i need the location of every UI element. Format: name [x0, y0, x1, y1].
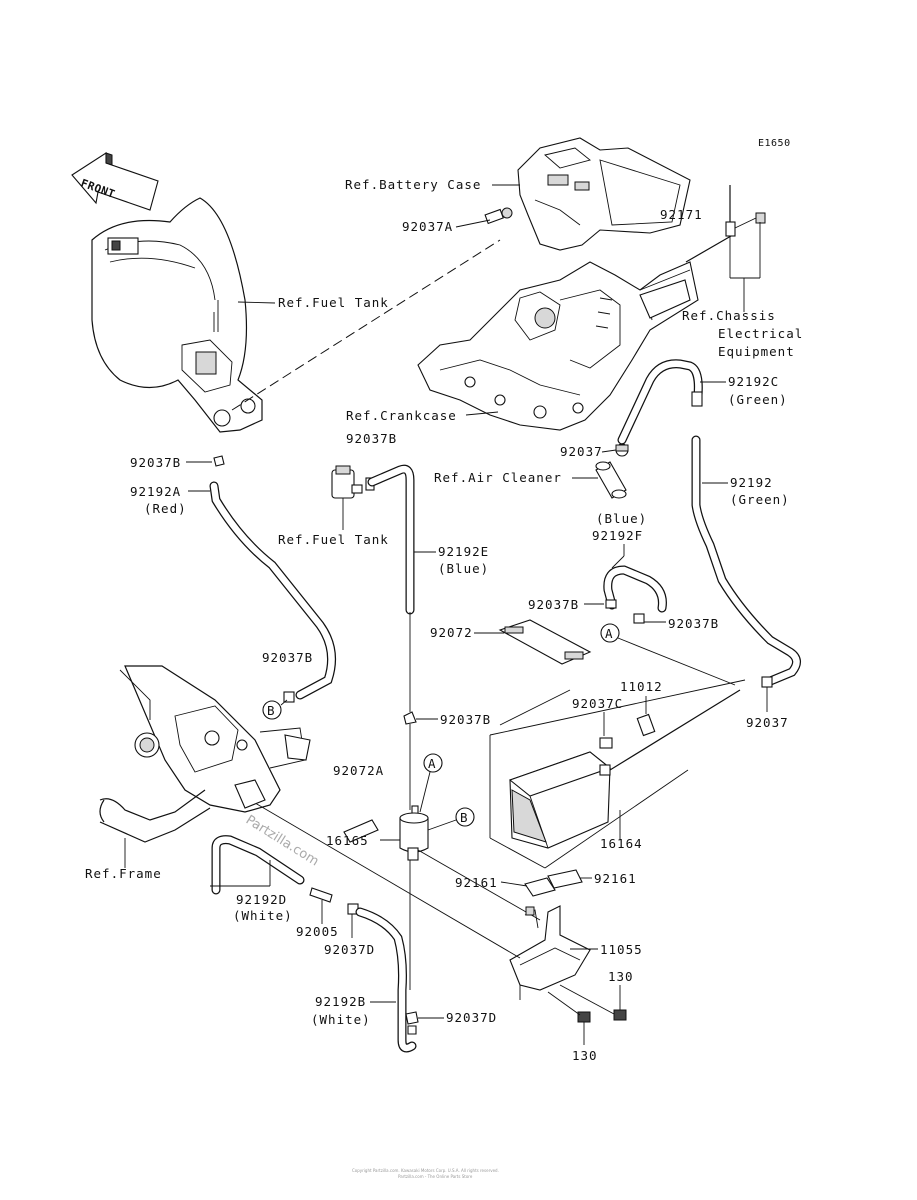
crankcase-reference-drawing	[417, 261, 699, 431]
label-92192F-color: (Blue)	[596, 511, 647, 526]
bolt-130-top-icon	[613, 1009, 627, 1021]
label-ref-fuel-tank-mid: Ref.Fuel Tank	[278, 532, 389, 547]
clamp-92037-right-icon	[761, 676, 773, 688]
label-16164: 16164	[600, 836, 643, 851]
marker-b-left: B	[262, 700, 282, 720]
label-ref-air-cleaner: Ref.Air Cleaner	[434, 470, 562, 485]
hose-92192C	[617, 359, 703, 445]
marker-a-upper-text: A	[605, 626, 614, 641]
label-ref-fuel-tank-top: Ref.Fuel Tank	[278, 295, 389, 310]
label-92192B: 92192B	[315, 994, 366, 1009]
battery-case-reference-drawing	[517, 137, 691, 251]
label-92037B-f-right: 92037B	[668, 616, 719, 631]
diagram-code: E1650	[758, 138, 791, 149]
marker-b-right: B	[455, 807, 475, 827]
clamp-92037-air-icon	[615, 443, 629, 457]
label-130-bottom: 130	[572, 1048, 598, 1063]
label-92192C: 92192C	[728, 374, 779, 389]
label-92192: 92192	[730, 475, 773, 490]
label-92192A: 92192A	[130, 484, 181, 499]
label-92192A-color: (Red)	[144, 501, 187, 516]
label-ref-crankcase: Ref.Crankcase	[346, 408, 457, 423]
marker-a-upper: A	[600, 623, 620, 643]
pad-92161-icon	[524, 869, 583, 897]
label-92192B-color: (White)	[311, 1012, 371, 1027]
label-92192D: 92192D	[236, 892, 287, 907]
hose-92192B	[355, 907, 417, 1053]
label-92037D-left: 92037D	[324, 942, 375, 957]
bracket-11055	[509, 905, 591, 1000]
footer-line-2: Partzilla.com - The Online Parts Store	[398, 1174, 473, 1179]
hose-92192D	[211, 835, 305, 895]
hose-92192A	[209, 481, 337, 700]
label-92037B-top: 92037B	[346, 431, 397, 446]
fitting-92005-icon	[309, 887, 333, 903]
fitting-11012-icon	[636, 713, 656, 737]
clamp-92037C-icon	[599, 737, 613, 749]
label-ref-chassis-3: Equipment	[718, 344, 795, 359]
label-92192-color: (Green)	[730, 492, 790, 507]
marker-a-lower: A	[423, 753, 443, 773]
label-ref-battery-case: Ref.Battery Case	[345, 177, 481, 192]
connector-92171-icon	[685, 185, 766, 263]
marker-b-right-text: B	[460, 810, 469, 825]
canister-16164	[508, 751, 612, 849]
label-11055: 11055	[600, 942, 643, 957]
hose-92192F	[603, 565, 667, 613]
bracket-92072A-icon	[343, 819, 379, 843]
label-92161-right: 92161	[594, 871, 637, 886]
footer-line-1: Copyright Partzilla.com. Kawasaki Motors…	[352, 1168, 499, 1173]
label-92037-right: 92037	[746, 715, 789, 730]
label-92037B-left: 92037B	[130, 455, 181, 470]
clamp-92037A-icon	[484, 207, 513, 225]
label-92192D-color: (White)	[233, 908, 293, 923]
label-92037-air: 92037	[560, 444, 603, 459]
label-92072: 92072	[430, 625, 473, 640]
label-92005: 92005	[296, 924, 339, 939]
label-92037B-mid: 92037B	[440, 712, 491, 727]
label-92192E: 92192E	[438, 544, 489, 559]
label-130-top: 130	[608, 969, 634, 984]
label-92192C-color: (Green)	[728, 392, 788, 407]
label-92072A: 92072A	[333, 763, 384, 778]
bracket-92072-icon	[498, 619, 592, 665]
frame-reference-drawing	[99, 665, 311, 843]
filter-16165	[399, 805, 429, 861]
hose-92192	[691, 435, 801, 687]
label-92037C: 92037C	[572, 696, 623, 711]
watermark: Partzilla.com	[243, 813, 321, 870]
label-92037A: 92037A	[402, 219, 453, 234]
marker-a-lower-text: A	[428, 756, 437, 771]
label-92192E-color: (Blue)	[438, 561, 489, 576]
label-92037D-bottom: 92037D	[446, 1010, 497, 1025]
label-92161-left: 92161	[455, 875, 498, 890]
label-ref-chassis-2: Electrical	[718, 326, 803, 341]
label-11012: 11012	[620, 679, 663, 694]
fuel-tank-reference-drawing	[91, 197, 263, 433]
label-ref-frame: Ref.Frame	[85, 866, 162, 881]
clamp-92037B-left-icon	[213, 455, 225, 467]
marker-b-left-text: B	[267, 703, 276, 718]
clamp-92037B-mid-icon	[403, 711, 417, 725]
clamp-92037D-bottom-icon	[405, 1011, 419, 1035]
front-arrow-icon: FRONT	[71, 151, 159, 211]
bolt-130-bottom-icon	[577, 1011, 591, 1023]
air-cleaner-fitting-icon	[595, 461, 627, 499]
label-92037B-hose: 92037B	[262, 650, 313, 665]
label-ref-chassis-1: Ref.Chassis	[682, 308, 776, 323]
label-16165: 16165	[326, 833, 369, 848]
label-92171: 92171	[660, 207, 703, 222]
label-92192F: 92192F	[592, 528, 643, 543]
label-92037B-f-left: 92037B	[528, 597, 579, 612]
